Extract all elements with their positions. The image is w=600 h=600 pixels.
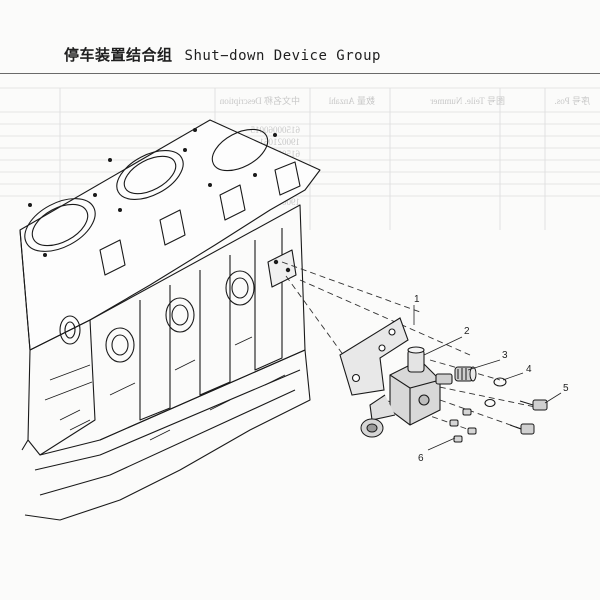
washer <box>484 377 507 408</box>
ghost-header-partno: 图号 Teile. Nummer <box>430 96 505 106</box>
page-title: 停车装置结合组 Shut−down Device Group <box>64 44 381 65</box>
leader-lines <box>413 305 562 451</box>
screws <box>360 408 477 443</box>
title-english: Shut−down Device Group <box>184 48 381 64</box>
ghost-header-desc: 中文名称 Description <box>219 95 300 106</box>
fitting <box>454 366 477 382</box>
engine-block <box>19 119 321 521</box>
callout-6: 6 <box>418 453 424 464</box>
callout-labels: 1 2 3 4 5 6 <box>414 294 569 464</box>
ghost-header-qty: 数量 Anzahl <box>328 95 375 106</box>
title-chinese: 停车装置结合组 <box>64 46 173 64</box>
callout-3: 3 <box>502 350 508 361</box>
ghost-header-pos: 序号 Pos. <box>554 95 590 106</box>
bolts-right <box>509 399 548 435</box>
bleed-through-table <box>0 87 600 230</box>
ghost-part-2: 190021051 <box>260 137 301 147</box>
callout-2: 2 <box>464 326 470 337</box>
shutdown-valve <box>369 346 453 426</box>
bracket-plate <box>339 317 409 396</box>
header-divider <box>0 73 600 74</box>
ghost-part-1: 61500060015 <box>250 125 300 135</box>
callout-4: 4 <box>526 364 532 375</box>
callout-1: 1 <box>414 294 420 305</box>
callout-5: 5 <box>563 383 569 394</box>
